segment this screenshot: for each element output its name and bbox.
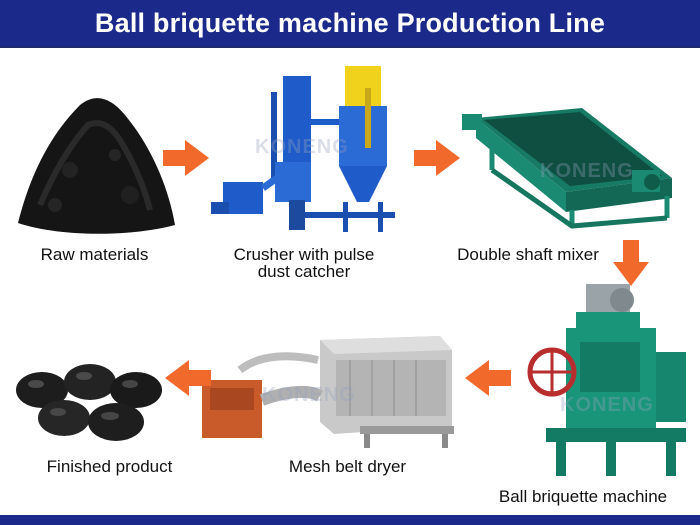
flow-arrow-left-icon	[465, 360, 511, 396]
footer-bar	[0, 515, 700, 525]
watermark: KONENG	[540, 160, 634, 182]
watermark: KONENG	[262, 384, 356, 406]
step-label-finished-product: Finished product	[46, 457, 173, 476]
flow-arrow-down-icon	[613, 240, 649, 286]
title-banner: Ball briquette machine Production Line	[0, 0, 700, 48]
flow-arrow-right-icon	[163, 140, 209, 176]
watermark: KONENG	[560, 394, 654, 416]
double-shaft-mixer-image	[462, 108, 672, 229]
mesh-belt-dryer-image	[202, 336, 454, 448]
step-label-mesh-belt-dryer: Mesh belt dryer	[288, 457, 407, 476]
crusher-dust-catcher-image	[211, 66, 395, 232]
flow-arrow-right-icon	[414, 140, 460, 176]
raw-materials-image	[18, 98, 175, 234]
flow-arrow-left-icon	[165, 360, 211, 396]
finished-product-image	[16, 364, 162, 441]
step-label-crusher: Crusher with pulse dust catcher	[233, 245, 375, 281]
step-label-mixer: Double shaft mixer	[457, 245, 599, 264]
step-label-ball-briquette-machine: Ball briquette machine	[498, 487, 668, 506]
ball-briquette-machine-image	[527, 284, 686, 476]
watermark: KONENG	[255, 136, 349, 158]
step-label-raw-materials: Raw materials	[40, 245, 149, 264]
page-title: Ball briquette machine Production Line	[94, 7, 606, 38]
